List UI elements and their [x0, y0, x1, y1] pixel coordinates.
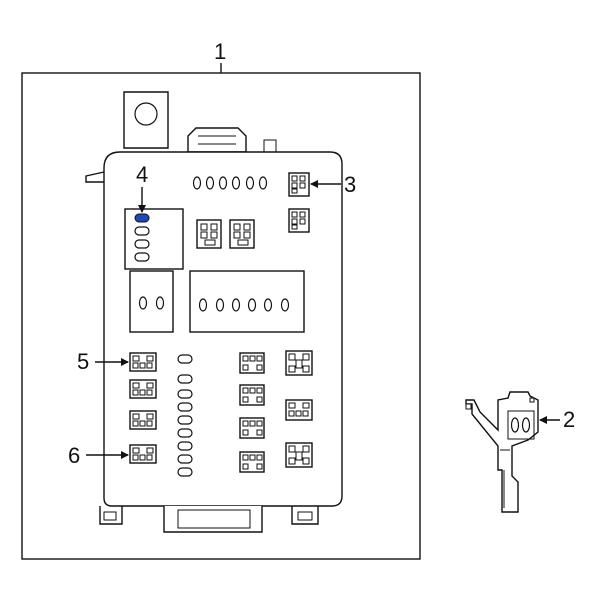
- relay-small-right: [288, 208, 310, 233]
- relay-mid-right: [229, 219, 255, 249]
- fuse-box: [85, 91, 343, 533]
- callout-4[interactable]: 4: [136, 162, 148, 187]
- mini-fuse-panel: [124, 208, 184, 270]
- top-connector: [187, 127, 247, 153]
- mounting-hole: [134, 102, 158, 126]
- fuse-box-body: [103, 151, 343, 507]
- callout-2[interactable]: 2: [563, 407, 575, 432]
- bottom-connector: [163, 506, 263, 533]
- foot-right: [291, 506, 319, 525]
- side-clip-left: [85, 171, 105, 183]
- relay-6[interactable]: [129, 444, 157, 464]
- relay-5[interactable]: [129, 352, 157, 372]
- foot-left: [99, 506, 123, 525]
- relay-grid-right: [239, 350, 313, 473]
- top-fuse-row: [192, 176, 268, 190]
- callout-1[interactable]: 1: [214, 39, 226, 64]
- callout-5[interactable]: 5: [77, 349, 89, 374]
- vertical-fuse-column: [177, 354, 193, 477]
- mounting-bracket: [465, 391, 539, 513]
- highlighted-fuse-4[interactable]: [134, 213, 150, 223]
- callout-6[interactable]: 6: [68, 443, 80, 468]
- callout-3[interactable]: 3: [344, 172, 356, 197]
- relay-left-3: [129, 410, 157, 430]
- relay-mid-left: [196, 219, 222, 249]
- relay-3[interactable]: [288, 172, 310, 197]
- wide-fuse-block: [189, 270, 305, 333]
- large-fuse-block: [129, 270, 174, 333]
- relay-left-2: [129, 379, 157, 399]
